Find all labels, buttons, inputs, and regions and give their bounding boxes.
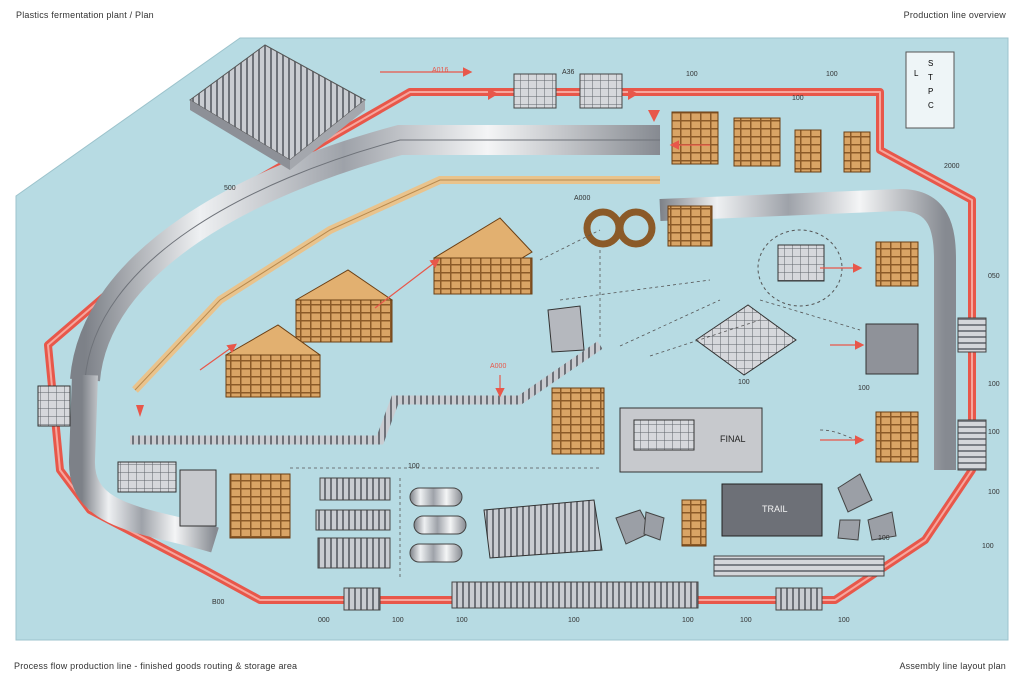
label-mid-c: 100 — [792, 95, 804, 102]
cabinet-right — [865, 323, 919, 375]
label-bottom-c: 100 — [392, 617, 404, 624]
label-mid-e: 100 — [858, 385, 870, 392]
label-bottom-b: 000 — [318, 617, 330, 624]
top-left-rack-block — [189, 44, 366, 170]
machine-label-final: FINAL — [720, 434, 746, 444]
trail-machine: TRAIL — [721, 483, 823, 537]
label-mid-d: 100 — [738, 379, 750, 386]
final-machine: FINAL — [619, 407, 763, 473]
legend-item: S — [928, 59, 933, 68]
label-mid-f: 100 — [878, 535, 890, 542]
label-right-a: 2000 — [944, 163, 960, 170]
footer-caption-left: Process flow production line - finished … — [14, 661, 298, 671]
crushed-parts — [615, 509, 665, 545]
bottom-belt-a — [343, 587, 381, 611]
header-title-right: Production line overview — [903, 10, 1006, 20]
label-right-b: 050 — [988, 273, 1000, 280]
wood-pallet-right-a — [875, 241, 919, 287]
roller-line-middle — [130, 341, 603, 445]
machine-small — [777, 244, 825, 282]
label-top-a: A016 — [432, 67, 448, 74]
legend-item: P — [928, 87, 933, 96]
label-bottom-h: 100 — [838, 617, 850, 624]
footer-caption-right: Assembly line layout plan — [899, 661, 1006, 671]
label-right-d: 100 — [988, 429, 1000, 436]
label-bottom-a: B00 — [212, 599, 225, 606]
bottom-belt-b — [451, 581, 699, 609]
cabinet-left — [179, 469, 217, 527]
label-bottom-f: 100 — [682, 617, 694, 624]
tray-left — [117, 461, 177, 493]
scrap-ring — [837, 473, 897, 541]
bottom-belt-c — [775, 587, 823, 611]
right-steel-conveyor — [659, 188, 956, 470]
label-mid-b: A000 — [574, 195, 590, 202]
top-panel-a — [513, 73, 557, 109]
legend-item: C — [928, 101, 934, 110]
flow-arrows — [136, 88, 660, 417]
crate-stack-lower — [225, 324, 321, 398]
coil-unit-right-b — [957, 419, 987, 471]
header-title-left: Plastics fermentation plant / Plan — [16, 10, 154, 20]
label-top-d: 100 — [826, 71, 838, 78]
top-panel-b — [579, 73, 623, 109]
sheet-stack-c — [317, 537, 391, 569]
crate-small-bottom — [681, 499, 707, 547]
label-left-a: 500 — [224, 185, 236, 192]
crate-block-bottom — [229, 473, 291, 539]
left-steel-descent — [69, 374, 219, 553]
label-mid-a: A000 — [490, 363, 506, 370]
label-bottom-e: 100 — [568, 617, 580, 624]
roller-bed — [483, 499, 603, 559]
machine-label-trail: TRAIL — [762, 504, 788, 514]
label-left-b: 100 — [408, 463, 420, 470]
top-right-crates — [671, 111, 871, 173]
bottom-belt-d — [713, 555, 885, 577]
sheet-stack-b — [315, 509, 391, 531]
red-pointers — [199, 67, 865, 445]
label-top-b: A36 — [562, 69, 575, 76]
label-bottom-g: 100 — [740, 617, 752, 624]
label-pad-a: 100 — [982, 543, 994, 550]
label-right-e: 100 — [988, 489, 1000, 496]
label-right-c: 100 — [988, 381, 1000, 388]
hopper — [547, 305, 585, 353]
crate-stack-upper — [433, 217, 533, 295]
legend-item: L — [914, 69, 919, 78]
label-bottom-d: 100 — [456, 617, 468, 624]
control-panel-left — [37, 385, 71, 427]
grid-press — [695, 304, 797, 376]
legend-box: L S T P C — [905, 51, 955, 129]
sheet-stack-a — [319, 477, 391, 501]
label-top-c: 100 — [686, 71, 698, 78]
crate-stack-machine — [551, 387, 605, 455]
roll-stack — [409, 487, 467, 563]
legend-item: T — [928, 73, 933, 82]
hexagon-assembly — [583, 208, 656, 248]
coil-unit-right-a — [957, 317, 987, 353]
crate-small — [667, 205, 713, 247]
wood-pallet-right-b — [875, 411, 919, 463]
